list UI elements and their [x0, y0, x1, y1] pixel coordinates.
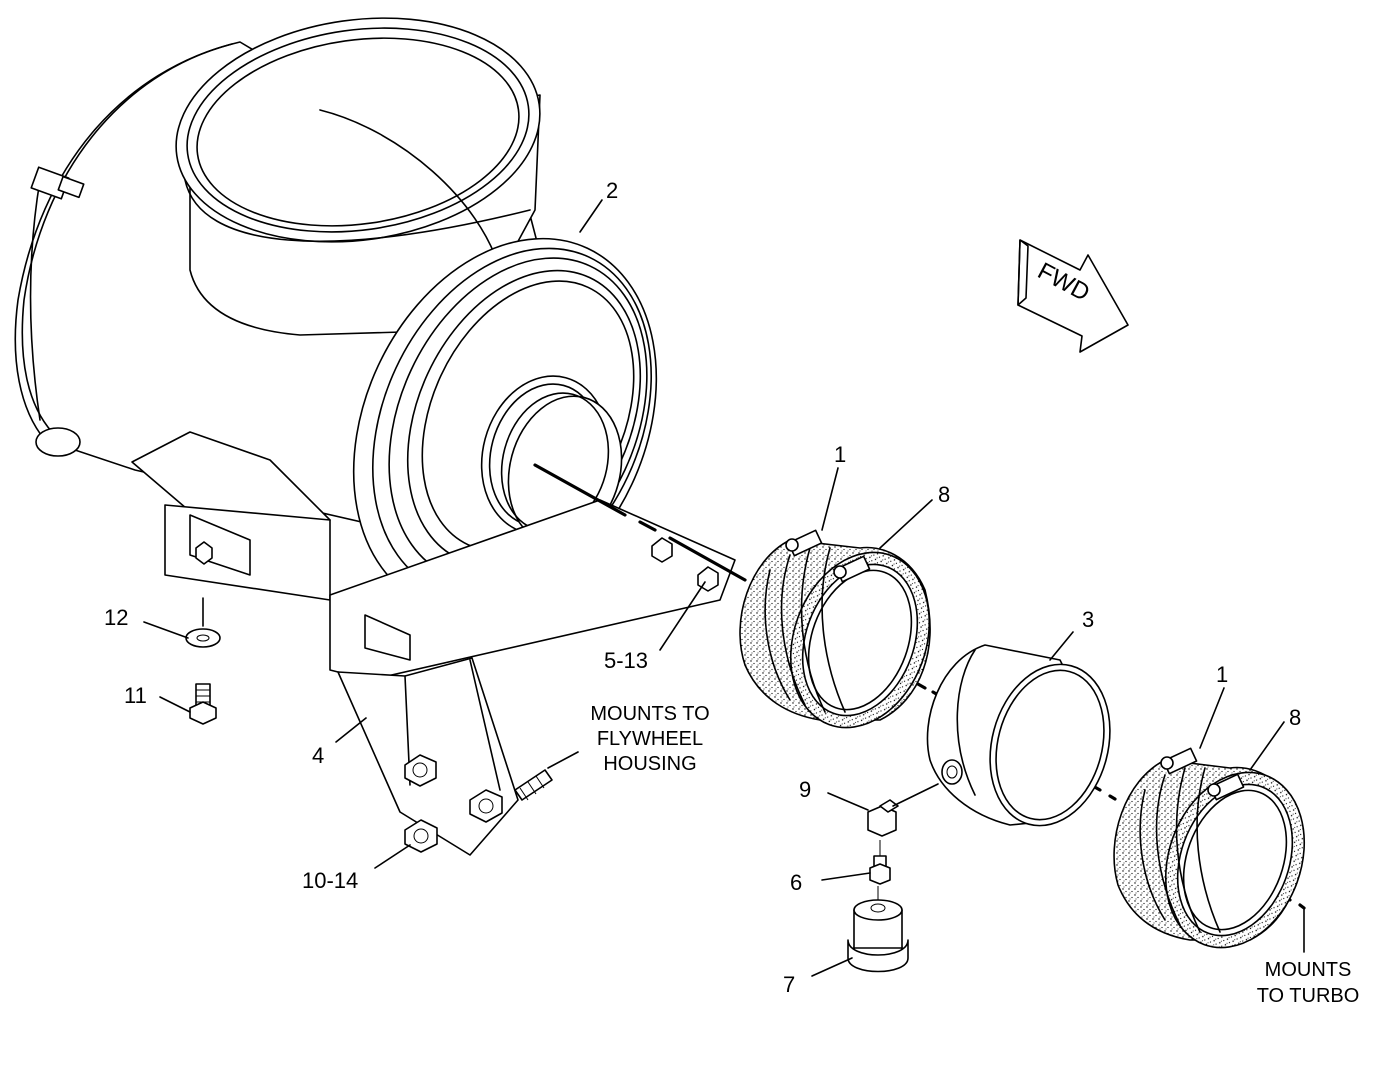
note-turbo-line2: TO TURBO: [1257, 985, 1360, 1007]
callout-8-left: 8: [938, 482, 950, 507]
callout-7: 7: [783, 972, 795, 997]
flange-nut-left: [651, 537, 673, 563]
callout-5-13: 5-13: [604, 648, 648, 673]
adapter-tube: [926, 644, 1111, 827]
callout-2: 2: [606, 178, 618, 203]
washer-12: [185, 597, 221, 648]
hose-clamp-screw-right-b: [1207, 773, 1245, 801]
note-turbo: MOUNTS TO TURBO: [1257, 959, 1360, 1007]
mounting-bracket: [131, 431, 736, 856]
callout-9: 9: [799, 777, 811, 802]
callout-12: 12: [104, 605, 128, 630]
hose-coupling-left: [739, 529, 931, 729]
elbow-fitting-9: [867, 783, 939, 837]
note-flywheel-line1: MOUNTS TO: [590, 703, 709, 725]
leader-lines: [143, 199, 1305, 977]
callout-6: 6: [790, 870, 802, 895]
callout-11: 11: [124, 683, 147, 708]
housing-bolt: [195, 541, 213, 565]
note-flywheel-line2: FLYWHEEL: [597, 728, 703, 750]
callout-1-right: 1: [1216, 662, 1228, 687]
bracket-bolt-upper: [404, 754, 437, 787]
hose-clamp-screw-right-a: [1160, 747, 1198, 775]
restriction-indicator-7: [847, 886, 909, 973]
callout-4: 4: [312, 743, 324, 768]
flywheel-stud: [514, 769, 553, 801]
note-turbo-line1: MOUNTS: [1265, 959, 1352, 981]
hose-clamp-screw-left-b: [833, 555, 871, 583]
note-flywheel-line3: HOUSING: [603, 753, 696, 775]
callout-3: 3: [1082, 607, 1094, 632]
callout-10-14: 10-14: [302, 868, 358, 893]
fwd-arrow: FWD: [1017, 239, 1129, 353]
bracket-bolt-right: [469, 789, 503, 823]
hose-coupling-right: [1113, 747, 1306, 949]
bolt-11: [189, 683, 217, 725]
fitting-6: [869, 840, 891, 885]
hose-clamp-screw-left-a: [785, 529, 823, 557]
callout-8-right: 8: [1289, 705, 1301, 730]
callout-1-left: 1: [834, 442, 846, 467]
callout-labels: 2 1 8 3 1 8 12 11 4 5-13 10-14 9 6 7: [104, 178, 1301, 997]
bracket-bolt-lower: [404, 819, 438, 853]
note-flywheel: MOUNTS TO FLYWHEEL HOUSING: [590, 703, 709, 775]
